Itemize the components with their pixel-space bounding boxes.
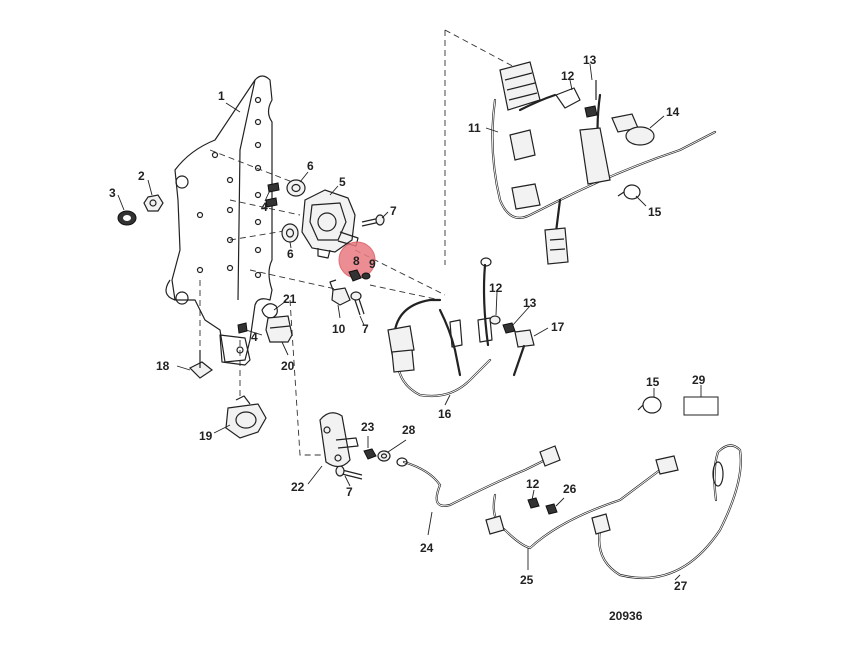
callout-4a: 4: [261, 200, 268, 214]
nut-part-13: [584, 80, 598, 118]
grommet-part-6: [281, 179, 306, 243]
harness-part-11: [491, 61, 717, 265]
reference-number: 20936: [609, 609, 643, 623]
callout-12a: 12: [561, 69, 575, 83]
nut-part-12c: [527, 497, 540, 509]
callout-6b: 6: [287, 247, 294, 261]
washer-part-12b: [489, 315, 501, 325]
callout-25: 25: [520, 573, 534, 587]
callout-24: 24: [420, 541, 434, 555]
harness-part-27: [591, 444, 742, 580]
sensor-part-22: [319, 412, 359, 468]
callout-28: 28: [402, 423, 416, 437]
label-box-part-29: [683, 396, 719, 416]
bracket-part-12: [555, 87, 581, 109]
bracket-part: [165, 75, 273, 366]
washer-part-3: [117, 210, 137, 226]
callout-14: 14: [666, 105, 680, 119]
clip-part-15a: [617, 184, 641, 200]
part-8-highlight[interactable]: [338, 241, 376, 282]
clip-part-10: [329, 279, 351, 306]
callout-11: 11: [468, 121, 481, 135]
leader-lines: [117, 63, 702, 581]
callout-16: 16: [438, 407, 452, 421]
callout-4b: 4: [251, 330, 258, 344]
callout-27: 27: [674, 579, 688, 593]
callout-9: 9: [369, 257, 376, 271]
callout-13a: 13: [583, 53, 597, 67]
callout-20: 20: [281, 359, 295, 373]
callout-10: 10: [332, 322, 346, 336]
callout-17: 17: [551, 320, 565, 334]
callout-7a: 7: [390, 204, 397, 218]
callout-21: 21: [283, 292, 297, 306]
callout-5: 5: [339, 175, 346, 189]
assembly-dashed-lines: [199, 29, 521, 456]
harness-part-25: [485, 455, 679, 550]
harness-part-24: [396, 445, 561, 507]
callout-7b: 7: [362, 322, 369, 336]
callout-labels: 1 2 3 4 4 5 6 6 7 7 7 8 9 10 11 12 12 12…: [109, 53, 706, 593]
washer-part-28: [377, 450, 391, 462]
callout-8: 8: [353, 254, 360, 268]
terminal-part-17: [512, 329, 535, 377]
callout-1: 1: [218, 89, 225, 103]
harness-part-16: [387, 257, 493, 398]
connector-part-14: [611, 113, 655, 146]
nut-part-26: [545, 503, 558, 515]
boot-part-21: [261, 303, 278, 319]
callout-12c: 12: [526, 477, 540, 491]
screw-part-4: [237, 182, 280, 334]
boot-part-20: [265, 315, 293, 343]
callout-6a: 6: [307, 159, 314, 173]
callout-19: 19: [199, 429, 213, 443]
callout-15a: 15: [648, 205, 662, 219]
callout-3: 3: [109, 186, 116, 200]
nut-part-2: [143, 194, 164, 212]
callout-22: 22: [291, 480, 305, 494]
callout-15b: 15: [646, 375, 660, 389]
callout-18: 18: [156, 359, 170, 373]
callout-26: 26: [563, 482, 577, 496]
callout-13b: 13: [523, 296, 537, 310]
callout-2: 2: [138, 169, 145, 183]
bracket-holes: [196, 96, 262, 279]
callout-23: 23: [361, 420, 375, 434]
callout-12b: 12: [489, 281, 503, 295]
clamp-part-19: [225, 395, 267, 439]
callout-7c: 7: [346, 485, 353, 499]
callout-29: 29: [692, 373, 706, 387]
screw-part-18: [188, 350, 214, 379]
clip-part-15b: [637, 396, 662, 414]
nut-part-23: [363, 448, 377, 460]
